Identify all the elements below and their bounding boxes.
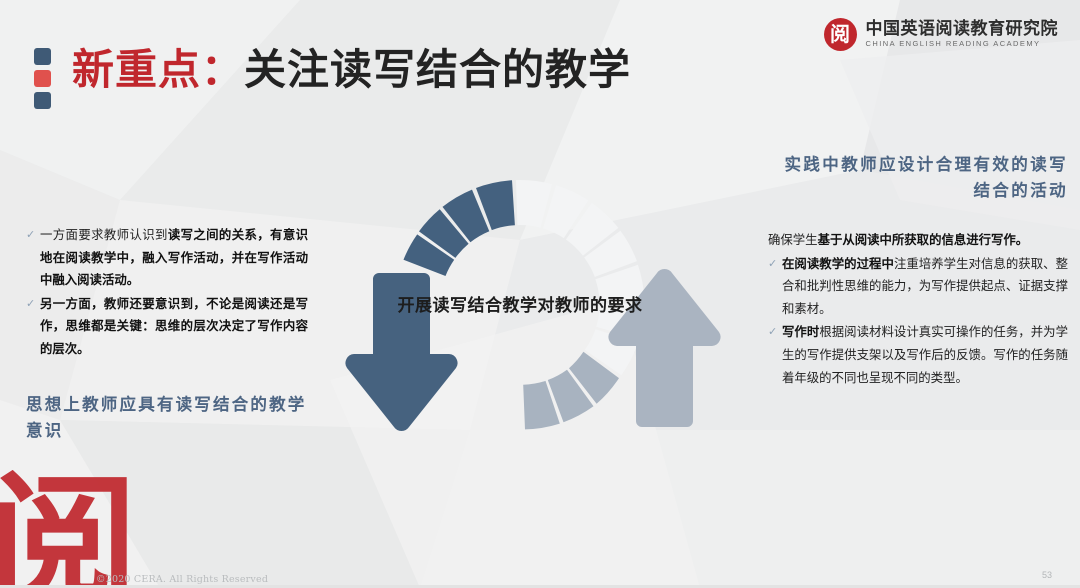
left-bullet-list: ✓ 一方面要求教师认识到读写之间的关系，有意识地在阅读教学中，融入写作活动，并在… xyxy=(26,224,308,360)
page-number: 53 xyxy=(1041,570,1052,580)
lead-text-bold: 基于从阅读中所获取的信息进行写作。 xyxy=(817,232,1029,248)
segment-light-4 xyxy=(584,230,637,277)
segment-dark-2 xyxy=(442,189,490,243)
bullet-text-plain: 一方面要求教师认识到 xyxy=(40,227,168,242)
left-content-column: ✓ 一方面要求教师认识到读写之间的关系，有意识地在阅读教学中，融入写作活动，并在… xyxy=(26,224,308,444)
segment-dark-4 xyxy=(403,234,455,276)
brand-name-cn: 中国英语阅读教育研究院 xyxy=(865,18,1058,39)
title-marker-segment-middle xyxy=(34,70,51,87)
segment-light-1 xyxy=(516,180,552,228)
diagram-svg xyxy=(345,180,721,432)
title-marker-segment-top xyxy=(34,48,51,65)
segment-light-3 xyxy=(565,202,619,256)
segment-gray-3 xyxy=(523,380,560,430)
page-title: 新重点：关注读写结合的教学 xyxy=(72,45,632,94)
brand-logo: 阅 中国英语阅读教育研究院 CHINA ENGLISH READING ACAD… xyxy=(823,18,1059,51)
bullet-text-bold: 读写之间的关系，有意识地在阅读教学中，融入写作活动，并在写作活动中融入阅读活动。 xyxy=(40,227,309,288)
right-column-heading: 实践中教师应设计合理有效的读写结合的活动 xyxy=(784,155,1068,200)
check-icon: ✓ xyxy=(26,296,36,310)
list-item: ✓ 写作时根据阅读材料设计真实可操作的任务，并为学生的写作提供支架以及写作后的反… xyxy=(768,321,1068,389)
right-lead-text: 确保学生基于从阅读中所获取的信息进行写作。 xyxy=(768,229,1068,252)
check-icon: ✓ xyxy=(768,325,778,339)
bullet-text-plain: 根据阅读材料设计真实可操作的任务，并为学生的写作提供支架以及写作后的反馈。写作的… xyxy=(782,324,1069,385)
footer-divider xyxy=(0,585,1080,588)
brand-seal-icon: 阅 xyxy=(823,18,857,51)
bullet-text-bold: 另一方面，教师还要意识到，不论是阅读还是写作，思维都是关键：思维的层次决定了写作… xyxy=(40,295,308,356)
segment-dark-1 xyxy=(476,180,515,231)
lead-text-plain: 确保学生 xyxy=(768,232,818,248)
list-item: ✓ 另一方面，教师还要意识到，不论是阅读还是写作，思维都是关键：思维的层次决定了… xyxy=(26,293,308,361)
brand-text: 中国英语阅读教育研究院 CHINA ENGLISH READING ACADEM… xyxy=(865,18,1059,49)
check-icon: ✓ xyxy=(768,256,778,270)
circular-process-diagram: 开展读写结合教学对教师的要求 xyxy=(280,150,760,460)
arrow-up-icon xyxy=(608,268,721,427)
check-icon: ✓ xyxy=(26,228,36,241)
brand-name-en: CHINA ENGLISH READING ACADEMY xyxy=(865,39,1041,49)
segment-light-2 xyxy=(543,185,589,239)
page-title-highlight: 新重点： xyxy=(72,45,245,94)
diagram-center-label: 开展读写结合教学对教师的要求 xyxy=(397,296,643,316)
segment-light-5 xyxy=(595,264,645,302)
segment-dark-3 xyxy=(419,209,469,258)
list-item: ✓ 在阅读教学的过程中注重培养学生对信息的获取、整合和批判性思维的能力，为写作提… xyxy=(768,253,1068,321)
seal-watermark-icon: 阅 xyxy=(0,470,138,588)
right-content-column: 实践中教师应设计合理有效的读写结合的活动 确保学生基于从阅读中所获取的信息进行写… xyxy=(768,152,1068,390)
bullet-text-bold: 在阅读教学的过程中 xyxy=(782,255,894,271)
page-title-rest: 关注读写结合的教学 xyxy=(244,45,632,94)
bullet-text-plain: 注重培养学生对信息的获取、整合和批判性思维的能力，为写作提供起点、证据支撑和素材… xyxy=(782,255,1069,316)
segment-gray-1 xyxy=(569,351,619,404)
right-bullet-list: ✓ 在阅读教学的过程中注重培养学生对信息的获取、整合和批判性思维的能力，为写作提… xyxy=(768,253,1068,389)
title-marker xyxy=(34,48,51,114)
title-marker-segment-bottom xyxy=(34,92,51,109)
bullet-text-bold: 写作时 xyxy=(782,324,820,340)
segment-gray-2 xyxy=(547,369,594,423)
arrow-down-icon xyxy=(345,273,458,432)
copyright-footer: ©2020 CERA. All Rights Reserved xyxy=(96,574,269,585)
list-item: ✓ 一方面要求教师认识到读写之间的关系，有意识地在阅读教学中，融入写作活动，并在… xyxy=(26,224,308,292)
left-column-heading: 思想上教师应具有读写结合的教学意识 xyxy=(26,395,307,441)
